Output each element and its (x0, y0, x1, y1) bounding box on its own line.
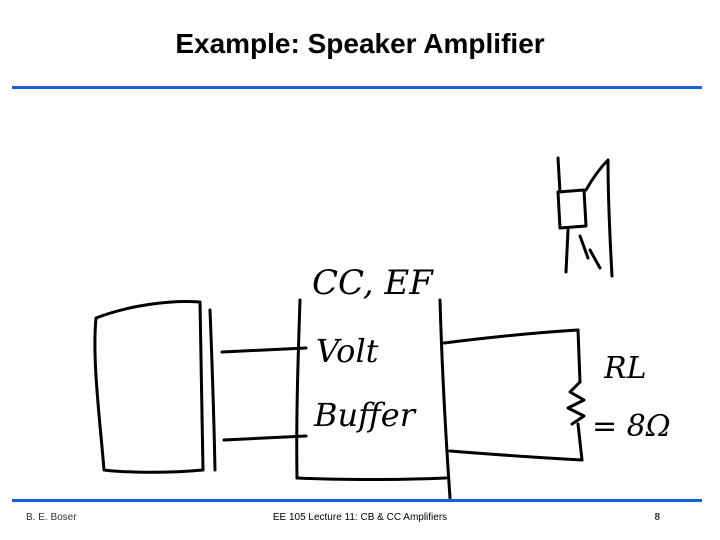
block-label-line1: Volt (316, 332, 379, 370)
speaker-leg-2 (578, 234, 590, 260)
speaker-cone (584, 158, 614, 278)
footer-course: EE 105 Lecture 11: CB & CC Amplifiers (272, 512, 448, 523)
footer-author: B. E. Boser (26, 512, 77, 523)
footer-divider (12, 499, 702, 502)
slide-title: Example: Speaker Amplifier (175, 28, 545, 59)
output-wire-top (442, 328, 580, 345)
load-label: RL (603, 351, 647, 386)
speaker-mount-left (556, 156, 562, 194)
footer-page-number: 8 (654, 512, 660, 523)
load-value: = 8Ω (592, 409, 671, 444)
source-right-edge (208, 308, 217, 472)
input-wire-top (220, 346, 308, 354)
buffer-block-bottom (295, 476, 448, 481)
speaker-leg-1 (564, 228, 570, 274)
resistor-zigzag (566, 380, 586, 426)
output-wire-bottom (448, 449, 584, 462)
resistor-lead-top (576, 328, 582, 384)
block-label-line2: Buffer (313, 396, 417, 434)
stage-label: CC, EF (312, 263, 434, 303)
speaker-box (556, 188, 588, 230)
title-divider (12, 86, 702, 89)
buffer-block-left (295, 298, 302, 480)
resistor-lead-bottom (576, 422, 584, 462)
input-wire-bottom (222, 434, 308, 442)
buffer-block-right (438, 298, 452, 500)
speaker-leg-3 (588, 248, 602, 270)
source-block (93, 300, 205, 474)
